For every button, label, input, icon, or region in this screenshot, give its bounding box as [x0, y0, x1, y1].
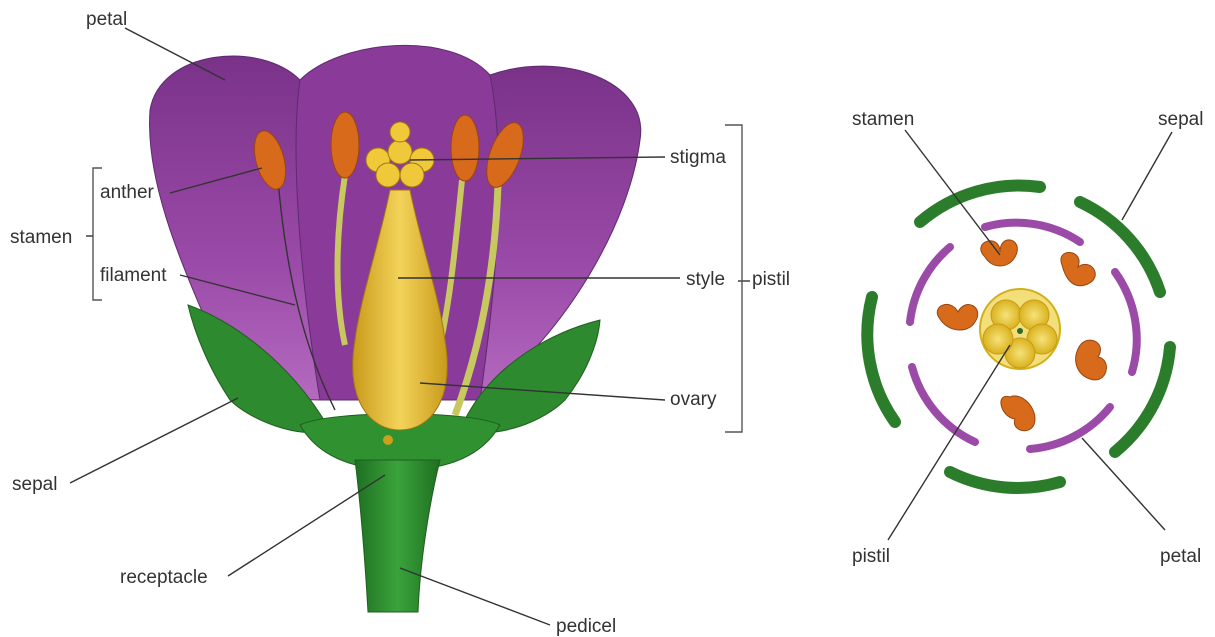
- label-top-petal: petal: [1160, 546, 1201, 567]
- label-stamen: stamen: [10, 227, 72, 248]
- receptacle-dot: [383, 435, 393, 445]
- label-filament: filament: [100, 265, 167, 286]
- label-anther: anther: [100, 182, 155, 203]
- label-pistil: pistil: [752, 269, 790, 290]
- label-style: style: [686, 269, 725, 290]
- label-pedicel: pedicel: [556, 616, 616, 637]
- pedicel: [355, 460, 440, 612]
- side-view-flower: [150, 45, 641, 612]
- label-top-pistil: pistil: [852, 546, 890, 567]
- top-view-flower: [867, 186, 1170, 488]
- label-ovary: ovary: [670, 389, 717, 410]
- label-top-stamen: stamen: [852, 109, 914, 130]
- top-pistil: [980, 289, 1060, 369]
- label-receptacle: receptacle: [120, 567, 208, 588]
- label-sepal: sepal: [12, 474, 57, 495]
- label-stigma: stigma: [670, 147, 726, 168]
- label-petal: petal: [86, 9, 127, 30]
- anther-3: [451, 115, 479, 181]
- anther-2: [331, 112, 359, 178]
- label-top-sepal: sepal: [1158, 109, 1203, 130]
